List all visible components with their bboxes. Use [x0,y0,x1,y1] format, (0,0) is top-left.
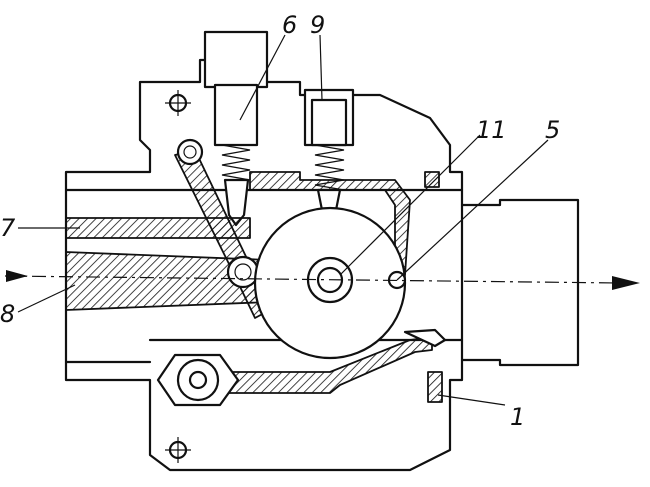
leader-5 [396,139,549,281]
label-11: 11 [476,116,507,144]
bottom-bolt-hole [188,370,208,390]
upper-jet-cap [203,30,269,89]
upper-jet-spring [221,144,251,181]
label-8: 8 [0,300,15,328]
lever-joint-inner [234,263,252,281]
housing-outline [64,58,464,472]
lower-fuel-channel [199,336,433,394]
lever-joint [226,255,260,289]
leader-9 [319,34,323,101]
leader-8 [17,284,76,313]
label-9: 9 [310,11,325,39]
lever-pivot-top [176,138,204,166]
upper-jet-body [213,83,259,147]
flow-arrow-in [6,270,28,282]
flow-arrow-out [612,276,640,290]
middle-jet-body [310,98,348,147]
outlet-pipe [460,198,580,367]
lever-pivot-top-inner [183,145,197,159]
lower-nozzle [403,328,447,348]
leader-1 [437,394,506,406]
label-7: 7 [0,214,16,242]
leader-11 [339,134,481,276]
leader-6 [239,34,286,121]
lower-end-fitting [427,371,443,403]
flow-axis [4,275,621,284]
label-6: 6 [282,11,297,39]
mounting-hole-top-cross [165,90,191,116]
label-1: 1 [510,403,525,431]
label-5: 5 [545,116,560,144]
right-side-fitting [424,171,440,188]
mounting-hole-bottom-cross [165,437,191,463]
passage-7 [65,217,251,239]
